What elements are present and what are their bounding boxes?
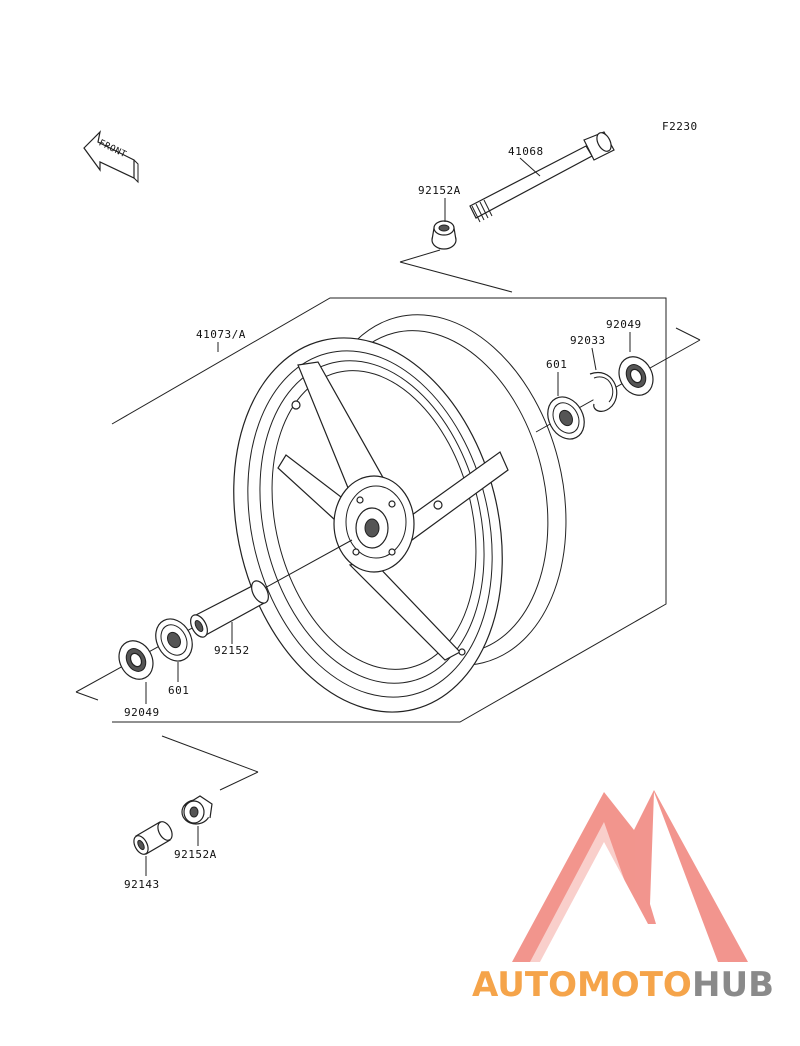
bearing-left-part [155,618,193,662]
label-circlip: 92033 [570,334,606,347]
collar-top-part [431,220,457,250]
assembly-line-bottom [161,735,259,791]
seal-right-part [618,356,654,396]
bearing-right-part [547,396,585,440]
collar-bottom-part [181,795,213,825]
watermark-logo [512,790,748,962]
leader-axle [519,157,541,177]
circlip-part [589,371,618,412]
watermark-text-automoto: AUTOMOTO [472,965,692,1005]
wheel-outline-box [111,297,667,723]
label-bearing-right: 601 [546,358,567,371]
label-sleeve: 92143 [124,878,160,891]
sleeve-part [133,821,173,855]
watermark-text-hub: HUB [692,965,774,1005]
label-seal-right: 92049 [606,318,642,331]
front-arrow-icon: FRONT [83,130,139,184]
spacer-part [190,580,269,638]
label-collar-bottom: 92152A [174,848,217,861]
label-wheel: 41073/A [196,328,246,341]
label-collar-top: 92152A [418,184,461,197]
label-spacer: 92152 [214,644,250,657]
leader-circlip [591,347,597,371]
assembly-line-top [399,249,513,293]
diagram-code: F2230 [662,120,698,133]
label-seal-left: 92049 [124,706,160,719]
axle-part [469,131,615,223]
seal-left-part [118,640,154,680]
label-bearing-left: 601 [168,684,189,697]
wheel-part [233,314,567,713]
label-axle: 41068 [508,145,544,158]
